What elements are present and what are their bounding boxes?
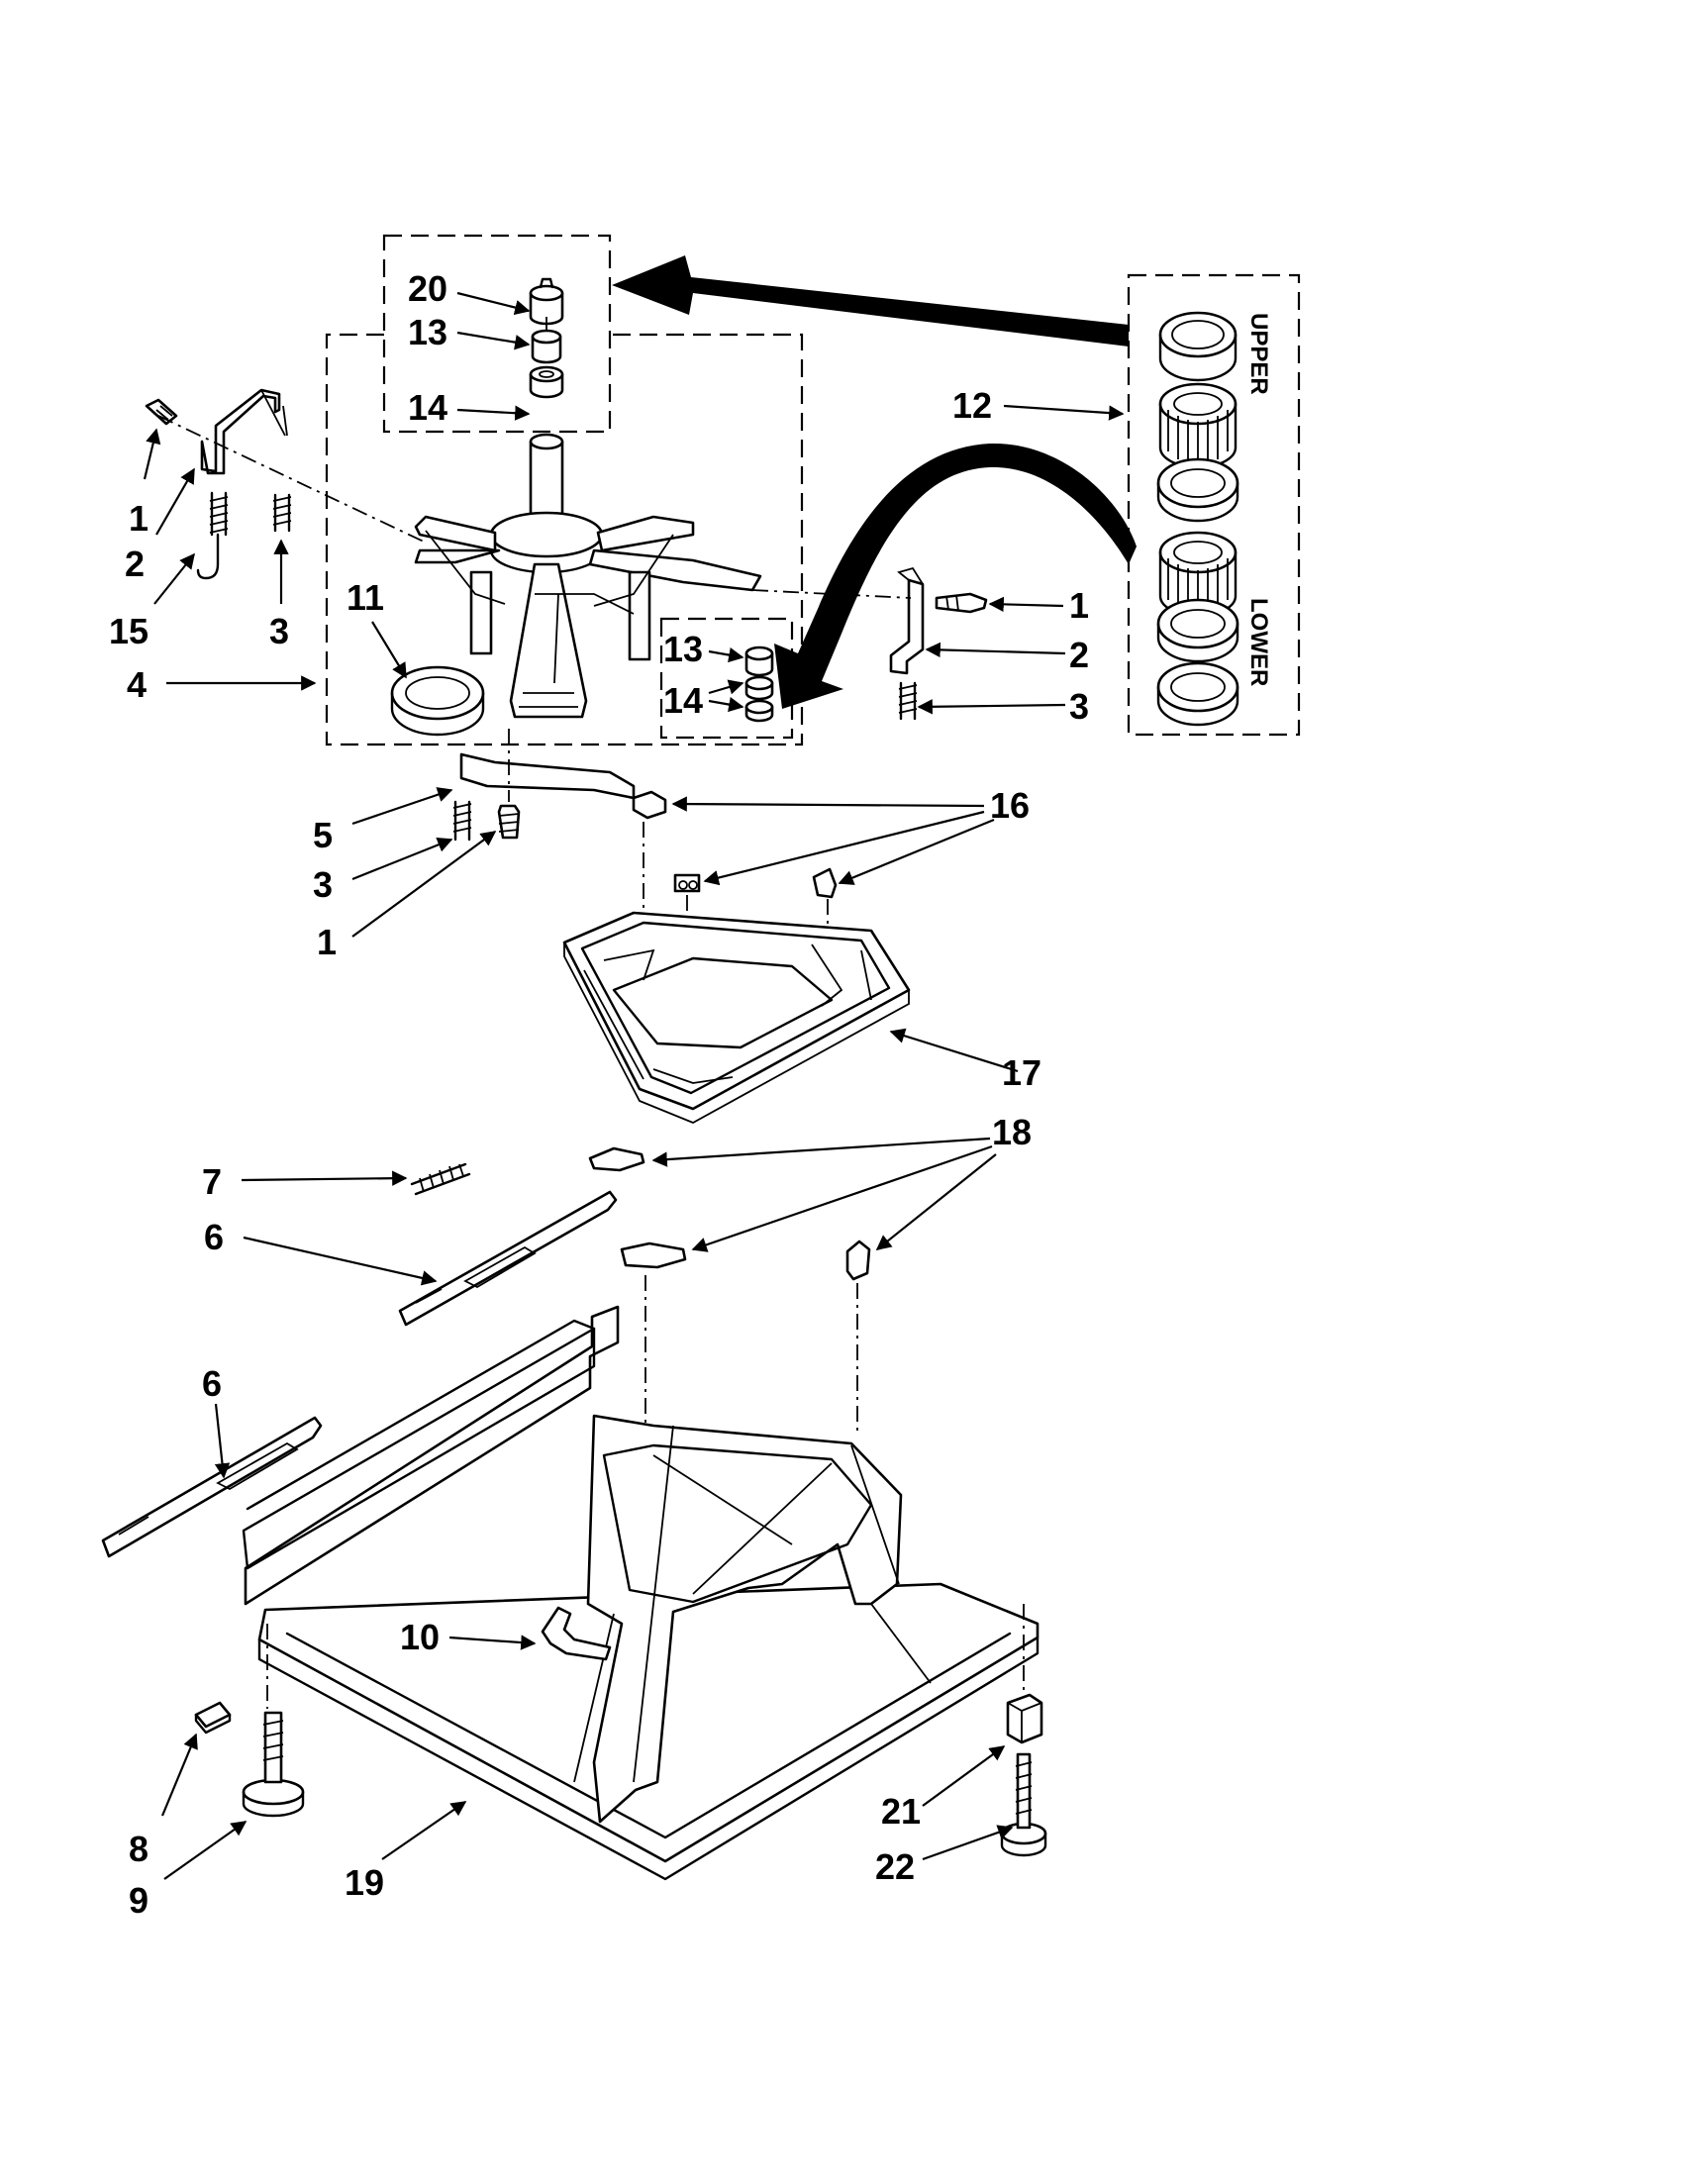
part-8-pad	[194, 1701, 232, 1735]
part-19-base	[242, 1305, 1040, 1881]
callout-1-center: 1	[317, 922, 337, 962]
kit-label-lower: LOWER	[1245, 598, 1272, 686]
part-3-spring-center	[452, 800, 472, 842]
callout-12: 12	[952, 385, 992, 426]
callout-13-lower: 13	[663, 629, 703, 669]
lower-kit-arrow	[774, 443, 1137, 709]
part-16-clip-c	[812, 867, 838, 899]
leader-left-bracket	[157, 415, 427, 544]
part-13-lower-bushing	[744, 645, 774, 677]
part-7-spring	[410, 1162, 471, 1196]
callout-4: 4	[127, 664, 147, 705]
part-21-nut	[1006, 1693, 1043, 1744]
part-2-bracket-right	[889, 566, 925, 675]
callout-6-lower: 6	[202, 1363, 222, 1404]
part-6-rail-upper	[398, 1190, 618, 1327]
callout-10: 10	[400, 1617, 440, 1657]
callout-3-left: 3	[269, 611, 289, 651]
callout-3-right: 3	[1069, 686, 1089, 727]
part-3-spring-right	[898, 681, 918, 721]
leader-lines	[143, 291, 1125, 1880]
top-bushing-stack	[529, 277, 564, 399]
part-20-cap	[529, 277, 564, 326]
kit-upper-ring-1	[1158, 311, 1238, 382]
callout-15: 15	[109, 611, 149, 651]
kit-upper-splined-1	[1158, 382, 1238, 469]
part-14-upper-bushing	[529, 365, 564, 399]
part-5-bracket	[459, 752, 636, 800]
callout-21: 21	[881, 1791, 921, 1832]
leader-right-bracket	[751, 589, 912, 599]
callout-6-upper: 6	[204, 1217, 224, 1257]
callout-16: 16	[990, 785, 1030, 826]
callout-14-lower: 14	[663, 680, 703, 721]
part-1-screw-right	[935, 592, 988, 614]
part-13-upper-bushing	[531, 329, 562, 364]
kit-arrows	[612, 255, 1137, 709]
part-17-frame	[562, 911, 911, 1124]
callout-14-upper: 14	[408, 387, 447, 428]
left-suspension-hardware	[145, 388, 427, 580]
callout-17: 17	[1002, 1052, 1041, 1093]
part-9-leveling-leg	[242, 1624, 305, 1818]
part-2-bracket-left	[200, 388, 281, 475]
part-10-clip	[541, 1606, 612, 1661]
bushing-kit: UPPER LOWER	[1156, 311, 1272, 727]
kit-lower-ring-2	[1156, 661, 1239, 727]
part-1-screw-center	[497, 804, 521, 840]
suspension-assembly	[414, 433, 762, 719]
part-18-clip-b	[620, 1241, 687, 1269]
callout-1-left: 1	[129, 498, 149, 539]
part-16-clip-a	[632, 790, 667, 820]
callout-11: 11	[347, 577, 384, 618]
kit-label-upper: UPPER	[1245, 313, 1272, 395]
part-18-clips	[588, 1146, 871, 1594]
callout-2-right: 2	[1069, 635, 1089, 675]
callout-5: 5	[313, 815, 333, 855]
upper-kit-arrow	[612, 255, 1129, 347]
callout-7: 7	[202, 1161, 222, 1202]
part-14-lower-bushing-b	[744, 699, 774, 723]
lower-bushing-stack	[744, 645, 774, 723]
right-suspension-hardware	[751, 566, 988, 721]
part-14-lower-bushing-a	[744, 675, 774, 701]
part-11-ring	[390, 665, 485, 737]
callout-labels: 20 13 14 12 1 2 15 3 11 4 13 14 1 2 3 16…	[109, 268, 1089, 1921]
callout-20: 20	[408, 268, 447, 309]
callout-3-center: 3	[313, 864, 333, 905]
callout-1-right: 1	[1069, 585, 1089, 626]
callout-13-upper: 13	[408, 312, 447, 352]
part-18-clip-c	[845, 1240, 871, 1281]
box-top-bushing	[382, 234, 612, 434]
callout-8: 8	[129, 1829, 149, 1869]
callout-9: 9	[129, 1880, 149, 1921]
part-3-spring-left	[272, 493, 292, 533]
callout-2-left: 2	[125, 544, 145, 584]
callout-18: 18	[992, 1112, 1032, 1152]
box-suspension-assembly	[325, 333, 804, 746]
kit-lower-ring-1	[1156, 598, 1239, 663]
part-6-rail-lower	[101, 1416, 323, 1558]
part-1-screw-left	[145, 398, 178, 426]
part-15-spring-hook	[196, 491, 229, 580]
part-18-clip-a	[588, 1146, 645, 1172]
kit-upper-ring-2	[1156, 457, 1239, 523]
box-bushing-kit	[1127, 273, 1301, 737]
callout-22: 22	[875, 1846, 915, 1887]
callout-19: 19	[345, 1862, 384, 1903]
